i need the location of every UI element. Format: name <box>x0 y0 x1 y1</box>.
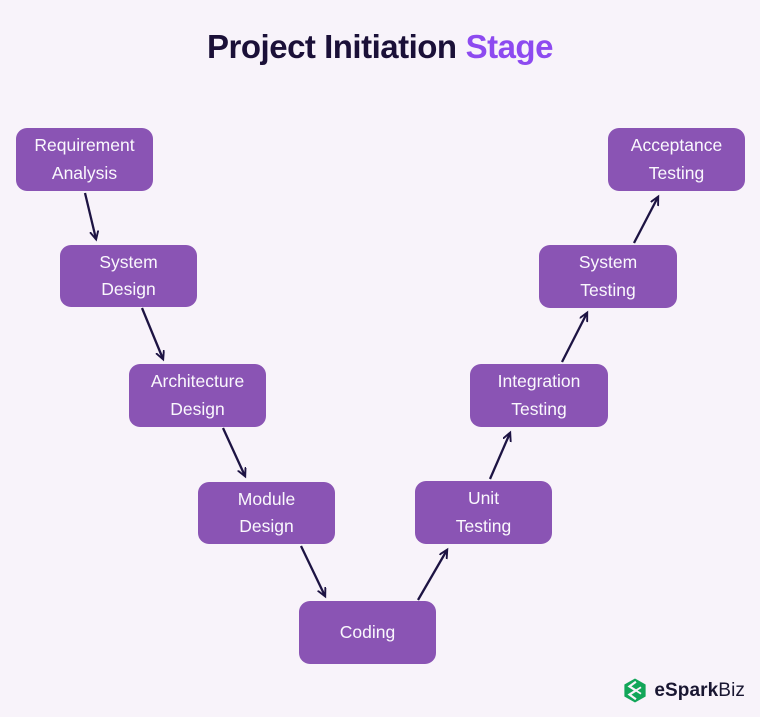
esparkbiz-logo: eSparkBiz <box>623 677 745 704</box>
node-system-testing: System Testing <box>539 245 677 308</box>
esparkbiz-logo-icon <box>624 678 646 703</box>
node-label: System Testing <box>578 252 638 300</box>
edge-coding-to-unit-testing <box>417 550 447 601</box>
node-requirement-analysis: Requirement Analysis <box>16 128 153 191</box>
node-label: Unit Testing <box>455 488 512 536</box>
edge-requirement-to-system-design <box>83 192 96 239</box>
esparkbiz-logo-text: eSparkBiz <box>654 680 745 702</box>
node-integration-testing: Integration Testing <box>470 364 608 427</box>
node-unit-testing: Unit Testing <box>415 481 552 544</box>
node-architecture-design: Architecture Design <box>129 364 266 427</box>
edge-architecture-to-module <box>221 427 245 476</box>
logo-text-bold: eSpark <box>654 679 719 701</box>
node-module-design: Module Design <box>198 482 335 544</box>
edge-unit-to-integration <box>488 433 510 480</box>
edge-module-to-coding <box>299 545 325 596</box>
edge-integration-to-system-testing <box>560 313 587 363</box>
node-label: Requirement Analysis <box>34 135 135 183</box>
title-accent: Stage <box>465 28 554 65</box>
node-label: Architecture Design <box>150 371 245 419</box>
node-acceptance-testing: Acceptance Testing <box>608 128 745 191</box>
node-system-design: System Design <box>60 245 197 307</box>
node-label: Acceptance Testing <box>630 135 723 183</box>
node-coding: Coding <box>299 601 436 664</box>
edge-system-design-to-architecture <box>140 307 163 359</box>
node-label: Module Design <box>237 488 296 536</box>
node-label: System Design <box>99 251 158 299</box>
logo-text-light: Biz <box>718 679 745 701</box>
title-main: Project Initiation <box>207 28 457 65</box>
node-label: Coding <box>339 621 396 642</box>
node-label: Integration Testing <box>497 371 581 419</box>
edge-system-testing-to-acceptance <box>632 197 658 244</box>
